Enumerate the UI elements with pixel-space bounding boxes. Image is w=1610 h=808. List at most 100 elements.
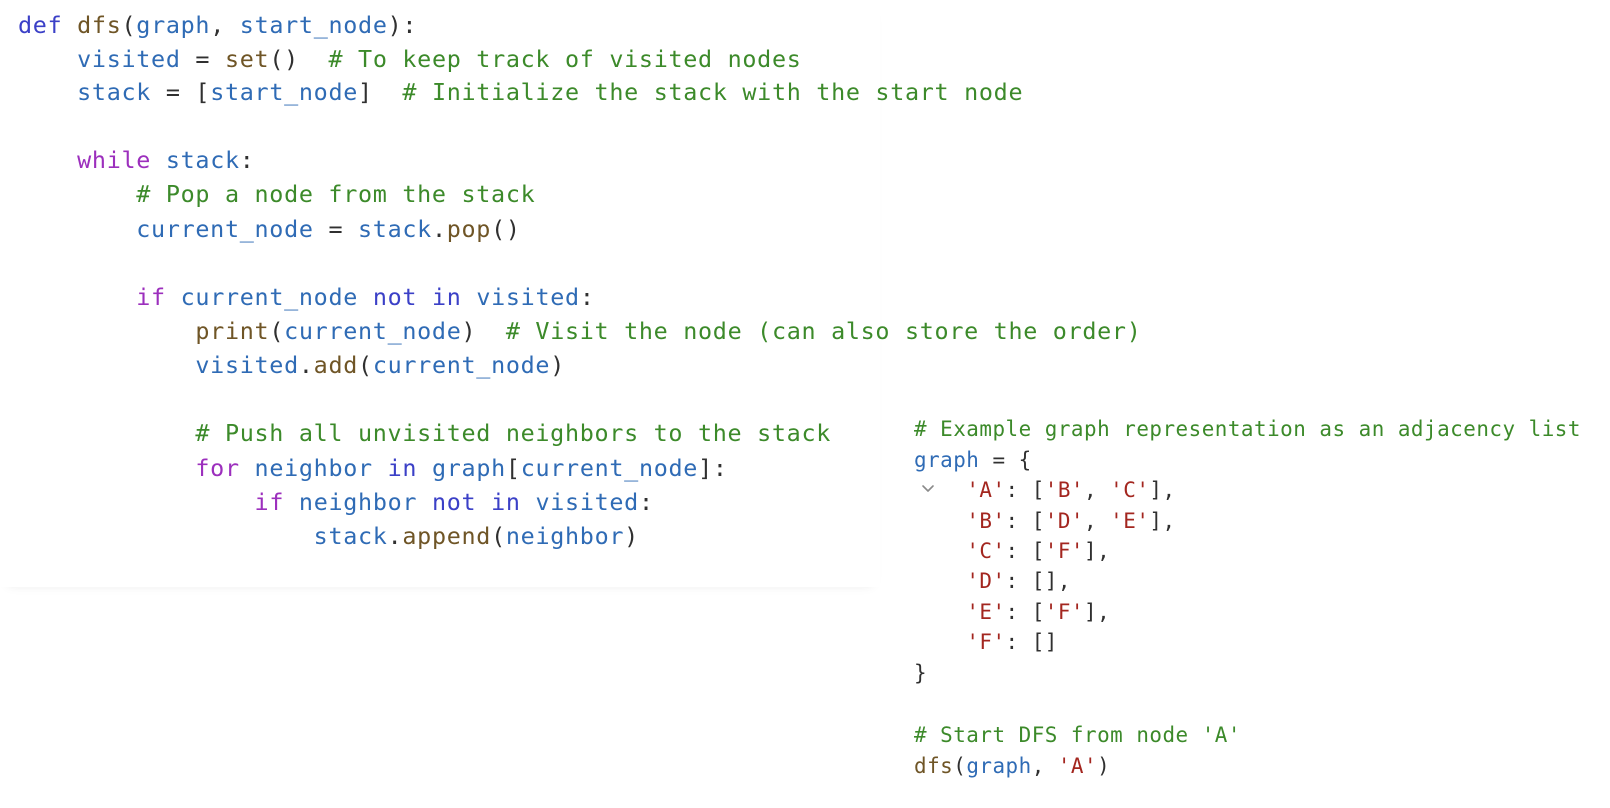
code-line[interactable]: 'A': ['B', 'C'], — [914, 475, 1176, 506]
code-token: : [], — [1005, 569, 1071, 593]
code-token: stack — [165, 146, 240, 174]
code-token: ( — [269, 317, 285, 345]
code-token: ( — [953, 754, 967, 778]
code-line[interactable]: dfs(graph, 'A') — [914, 751, 1110, 782]
code-token: if — [136, 283, 166, 311]
code-line[interactable]: visited = set() # To keep track of visit… — [18, 42, 802, 76]
code-token: : — [638, 488, 654, 516]
code-token — [18, 283, 136, 311]
code-line[interactable]: def dfs(graph, start_node): — [18, 8, 417, 42]
code-token: start_node — [210, 78, 359, 106]
code-editor-function-dfs[interactable]: def dfs(graph, start_node): visited = se… — [0, 0, 1141, 587]
code-line[interactable]: current_node = stack.pop() — [18, 212, 521, 246]
code-line[interactable]: 'D': [], — [914, 566, 1071, 597]
code-line[interactable]: print(current_node) # Visit the node (ca… — [18, 314, 1142, 348]
code-token: graph — [136, 11, 211, 39]
code-token: # Visit the node (can also store the ord… — [505, 317, 1142, 345]
code-token: ], — [1149, 478, 1176, 502]
chevron-down-icon[interactable] — [880, 461, 934, 492]
code-token: not in — [372, 283, 462, 311]
code-editor-example-graph[interactable]: # Example graph representation as an adj… — [880, 417, 1610, 808]
code-token: = [ — [151, 78, 211, 106]
code-token: : [ — [1005, 600, 1045, 624]
code-token — [18, 488, 255, 516]
code-line[interactable]: 'B': ['D', 'E'], — [914, 506, 1176, 537]
code-token: current_node — [180, 283, 359, 311]
code-line[interactable]: 'E': ['F'], — [914, 597, 1110, 628]
code-token — [18, 78, 77, 106]
code-token: # Push all unvisited neighbors to the st… — [195, 419, 832, 447]
code-token: append — [402, 522, 492, 550]
code-line[interactable]: while stack: — [18, 143, 255, 177]
code-token: : — [239, 146, 255, 174]
code-token — [18, 180, 136, 208]
code-token: dfs — [77, 11, 122, 39]
code-token: visited — [476, 283, 580, 311]
code-line[interactable]: stack = [start_node] # Initialize the st… — [18, 75, 1023, 109]
code-token: 'B' — [1044, 478, 1085, 502]
code-token: 'E' — [1110, 509, 1150, 533]
code-token: pop — [446, 215, 492, 243]
code-token — [18, 215, 136, 243]
code-line[interactable]: if neighbor not in visited: — [18, 485, 654, 519]
code-token: graph — [914, 448, 980, 472]
code-token: visited — [535, 488, 639, 516]
code-token: add — [313, 351, 359, 379]
code-token: : [ — [1005, 539, 1045, 563]
code-token: ) — [461, 317, 506, 345]
code-token — [18, 419, 195, 447]
code-token: # Example graph representation as an adj… — [914, 417, 1581, 441]
code-token: } — [914, 661, 928, 685]
code-token: for — [195, 454, 240, 482]
code-line[interactable]: # Push all unvisited neighbors to the st… — [18, 416, 831, 450]
code-token — [914, 509, 966, 533]
code-line[interactable]: 'C': ['F'], — [914, 536, 1110, 567]
code-token: : — [579, 283, 595, 311]
code-token: [ — [505, 454, 521, 482]
code-token: : [ — [1005, 478, 1045, 502]
code-token — [151, 146, 166, 174]
code-token — [18, 522, 314, 550]
code-token: 'A' — [966, 478, 1006, 502]
code-line[interactable]: for neighbor in graph[current_node]: — [18, 451, 728, 485]
code-token — [462, 283, 477, 311]
code-token — [914, 569, 966, 593]
code-token: 'F' — [966, 630, 1006, 654]
code-line[interactable]: visited.add(current_node) — [18, 348, 565, 382]
code-token: ( — [121, 11, 137, 39]
code-token: ): — [387, 11, 418, 39]
code-token — [18, 454, 195, 482]
code-token: ) — [624, 522, 639, 550]
code-token: 'B' — [966, 509, 1006, 533]
code-token — [914, 600, 966, 624]
code-line[interactable]: graph = { — [914, 445, 1032, 476]
code-token — [18, 351, 195, 379]
code-token: start_node — [239, 11, 388, 39]
code-token: stack — [77, 78, 152, 106]
code-line[interactable]: stack.append(neighbor) — [18, 519, 639, 553]
code-token: visited — [195, 351, 299, 379]
code-token: # Pop a node from the stack — [136, 180, 536, 208]
code-token: ], — [1149, 509, 1176, 533]
code-token: ], — [1084, 539, 1111, 563]
code-token — [18, 146, 77, 174]
code-token: 'F' — [1044, 539, 1085, 563]
code-token: stack — [313, 522, 388, 550]
code-token — [373, 454, 388, 482]
code-line[interactable]: # Pop a node from the stack — [18, 177, 535, 211]
code-line[interactable]: } — [914, 658, 927, 689]
code-token: ( — [358, 351, 373, 379]
code-token: current_node — [520, 454, 699, 482]
code-token: 'D' — [966, 569, 1006, 593]
code-line[interactable]: if current_node not in visited: — [18, 280, 595, 314]
code-token — [18, 45, 77, 73]
code-token — [914, 630, 966, 654]
code-line[interactable]: 'F': [] — [914, 627, 1058, 658]
code-token: 'A' — [1057, 754, 1098, 778]
code-token: def — [18, 11, 78, 39]
code-token — [521, 488, 536, 516]
code-token: visited — [77, 45, 181, 73]
code-token: graph — [966, 754, 1032, 778]
code-line[interactable]: # Example graph representation as an adj… — [914, 414, 1581, 445]
code-line[interactable]: # Start DFS from node 'A' — [914, 720, 1241, 751]
